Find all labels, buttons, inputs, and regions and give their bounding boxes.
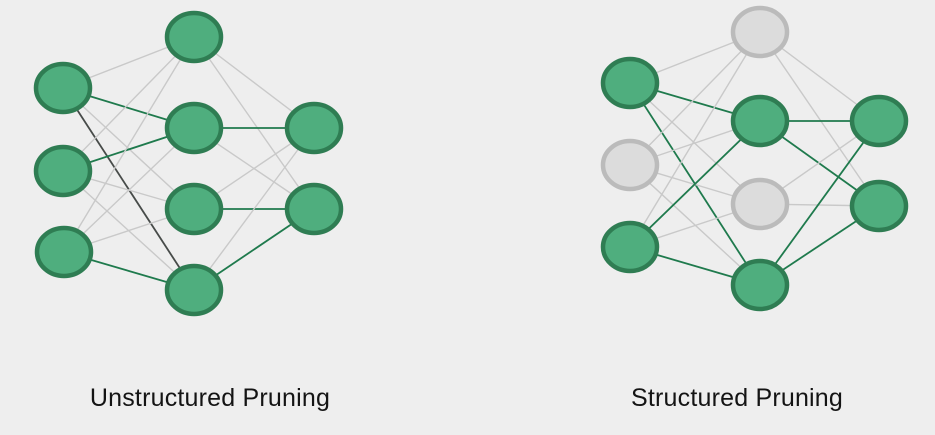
neuron-unstructured-i2 — [33, 144, 93, 198]
neuron-unstructured-o1 — [284, 101, 344, 155]
neuron-unstructured-i3 — [34, 225, 94, 279]
neuron-unstructured-h2 — [164, 101, 224, 155]
neuron-structured-h1 — [730, 5, 790, 59]
unstructured-pruning-label: Unstructured Pruning — [89, 384, 331, 412]
network-edge-i3-h2 — [629, 120, 761, 248]
neuron-structured-o1 — [849, 94, 909, 148]
network-edge-i3-h2 — [63, 127, 195, 253]
network-edge-h1-o2 — [759, 31, 880, 207]
network-edge-h4-o1 — [759, 120, 880, 286]
neuron-structured-h4 — [730, 258, 790, 312]
neuron-unstructured-i1 — [33, 61, 93, 115]
neuron-structured-i3 — [600, 220, 660, 274]
network-edge-i2-h1 — [629, 31, 761, 166]
neuron-unstructured-h3 — [164, 182, 224, 236]
network-edge-i1-h4 — [62, 87, 195, 291]
structured-pruning-label: Structured Pruning — [630, 384, 844, 412]
neuron-structured-i1 — [600, 56, 660, 110]
structured-pruning-network — [600, 5, 909, 312]
neuron-unstructured-h4 — [164, 263, 224, 317]
neuron-structured-h3 — [730, 177, 790, 231]
network-edge-i3-h1 — [63, 36, 195, 253]
network-edge-i2-h1 — [62, 36, 195, 172]
network-edge-i3-h1 — [629, 31, 761, 248]
neuron-structured-i2 — [600, 138, 660, 192]
network-edge-h1-o2 — [193, 36, 315, 210]
network-edge-i1-h3 — [62, 87, 195, 210]
neuron-structured-h2 — [730, 94, 790, 148]
neuron-structured-o2 — [849, 179, 909, 233]
neuron-unstructured-h1 — [164, 10, 224, 64]
neuron-unstructured-o2 — [284, 182, 344, 236]
network-edge-h4-o1 — [193, 127, 315, 291]
unstructured-pruning-network — [33, 10, 344, 317]
